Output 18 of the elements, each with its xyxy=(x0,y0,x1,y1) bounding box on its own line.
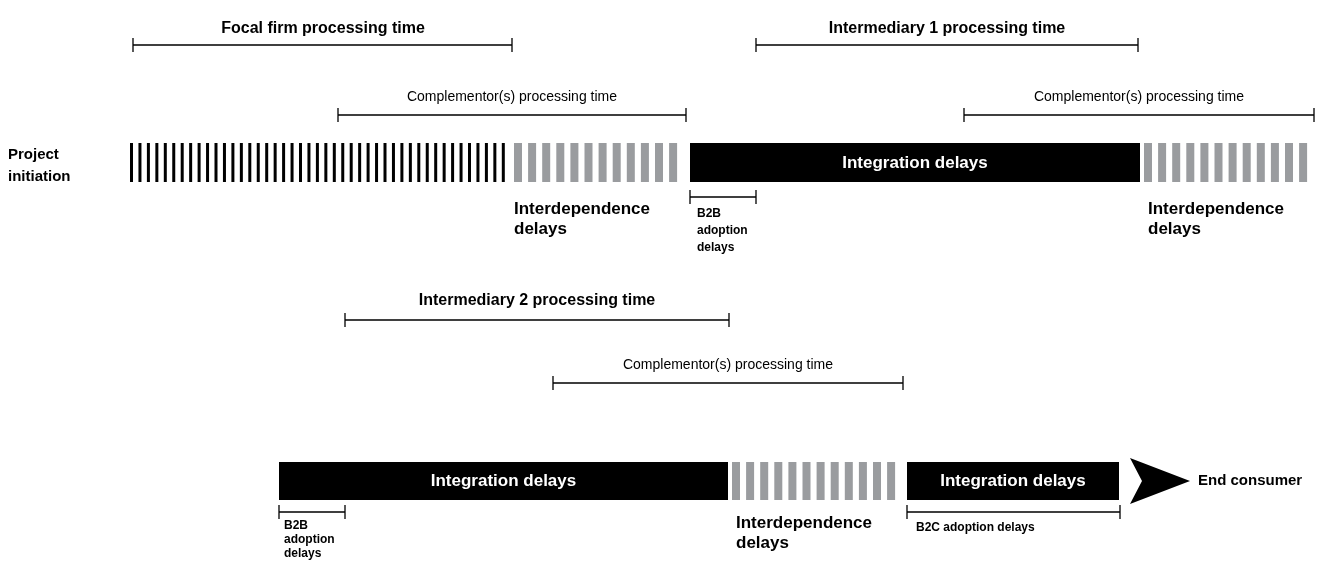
delay-caption: Interdependence delays xyxy=(736,513,874,553)
delay-caption: Interdependence delays xyxy=(1148,199,1286,239)
span-label: B2B adoption delays xyxy=(697,205,749,256)
delay-bar: Integration delays xyxy=(279,462,728,500)
span-label: Intermediary 2 processing time xyxy=(417,290,657,310)
span-label: Complementor(s) processing time xyxy=(405,87,619,106)
delay-caption: Interdependence delays xyxy=(514,199,652,239)
span-label: Complementor(s) processing time xyxy=(1032,87,1246,106)
delay-bar: Integration delays xyxy=(690,143,1140,182)
span-label: Complementor(s) processing time xyxy=(621,355,835,374)
delay-bar: Integration delays xyxy=(907,462,1119,500)
endpoint-label: Project initiation xyxy=(8,143,88,191)
span-label: B2B adoption delays xyxy=(284,518,336,560)
span-label: B2C adoption delays xyxy=(916,519,1036,535)
span-label: Intermediary 1 processing time xyxy=(827,18,1067,38)
endpoint-label: End consumer xyxy=(1198,469,1342,493)
arrow xyxy=(1130,458,1190,504)
span-label: Focal firm processing time xyxy=(220,18,426,38)
